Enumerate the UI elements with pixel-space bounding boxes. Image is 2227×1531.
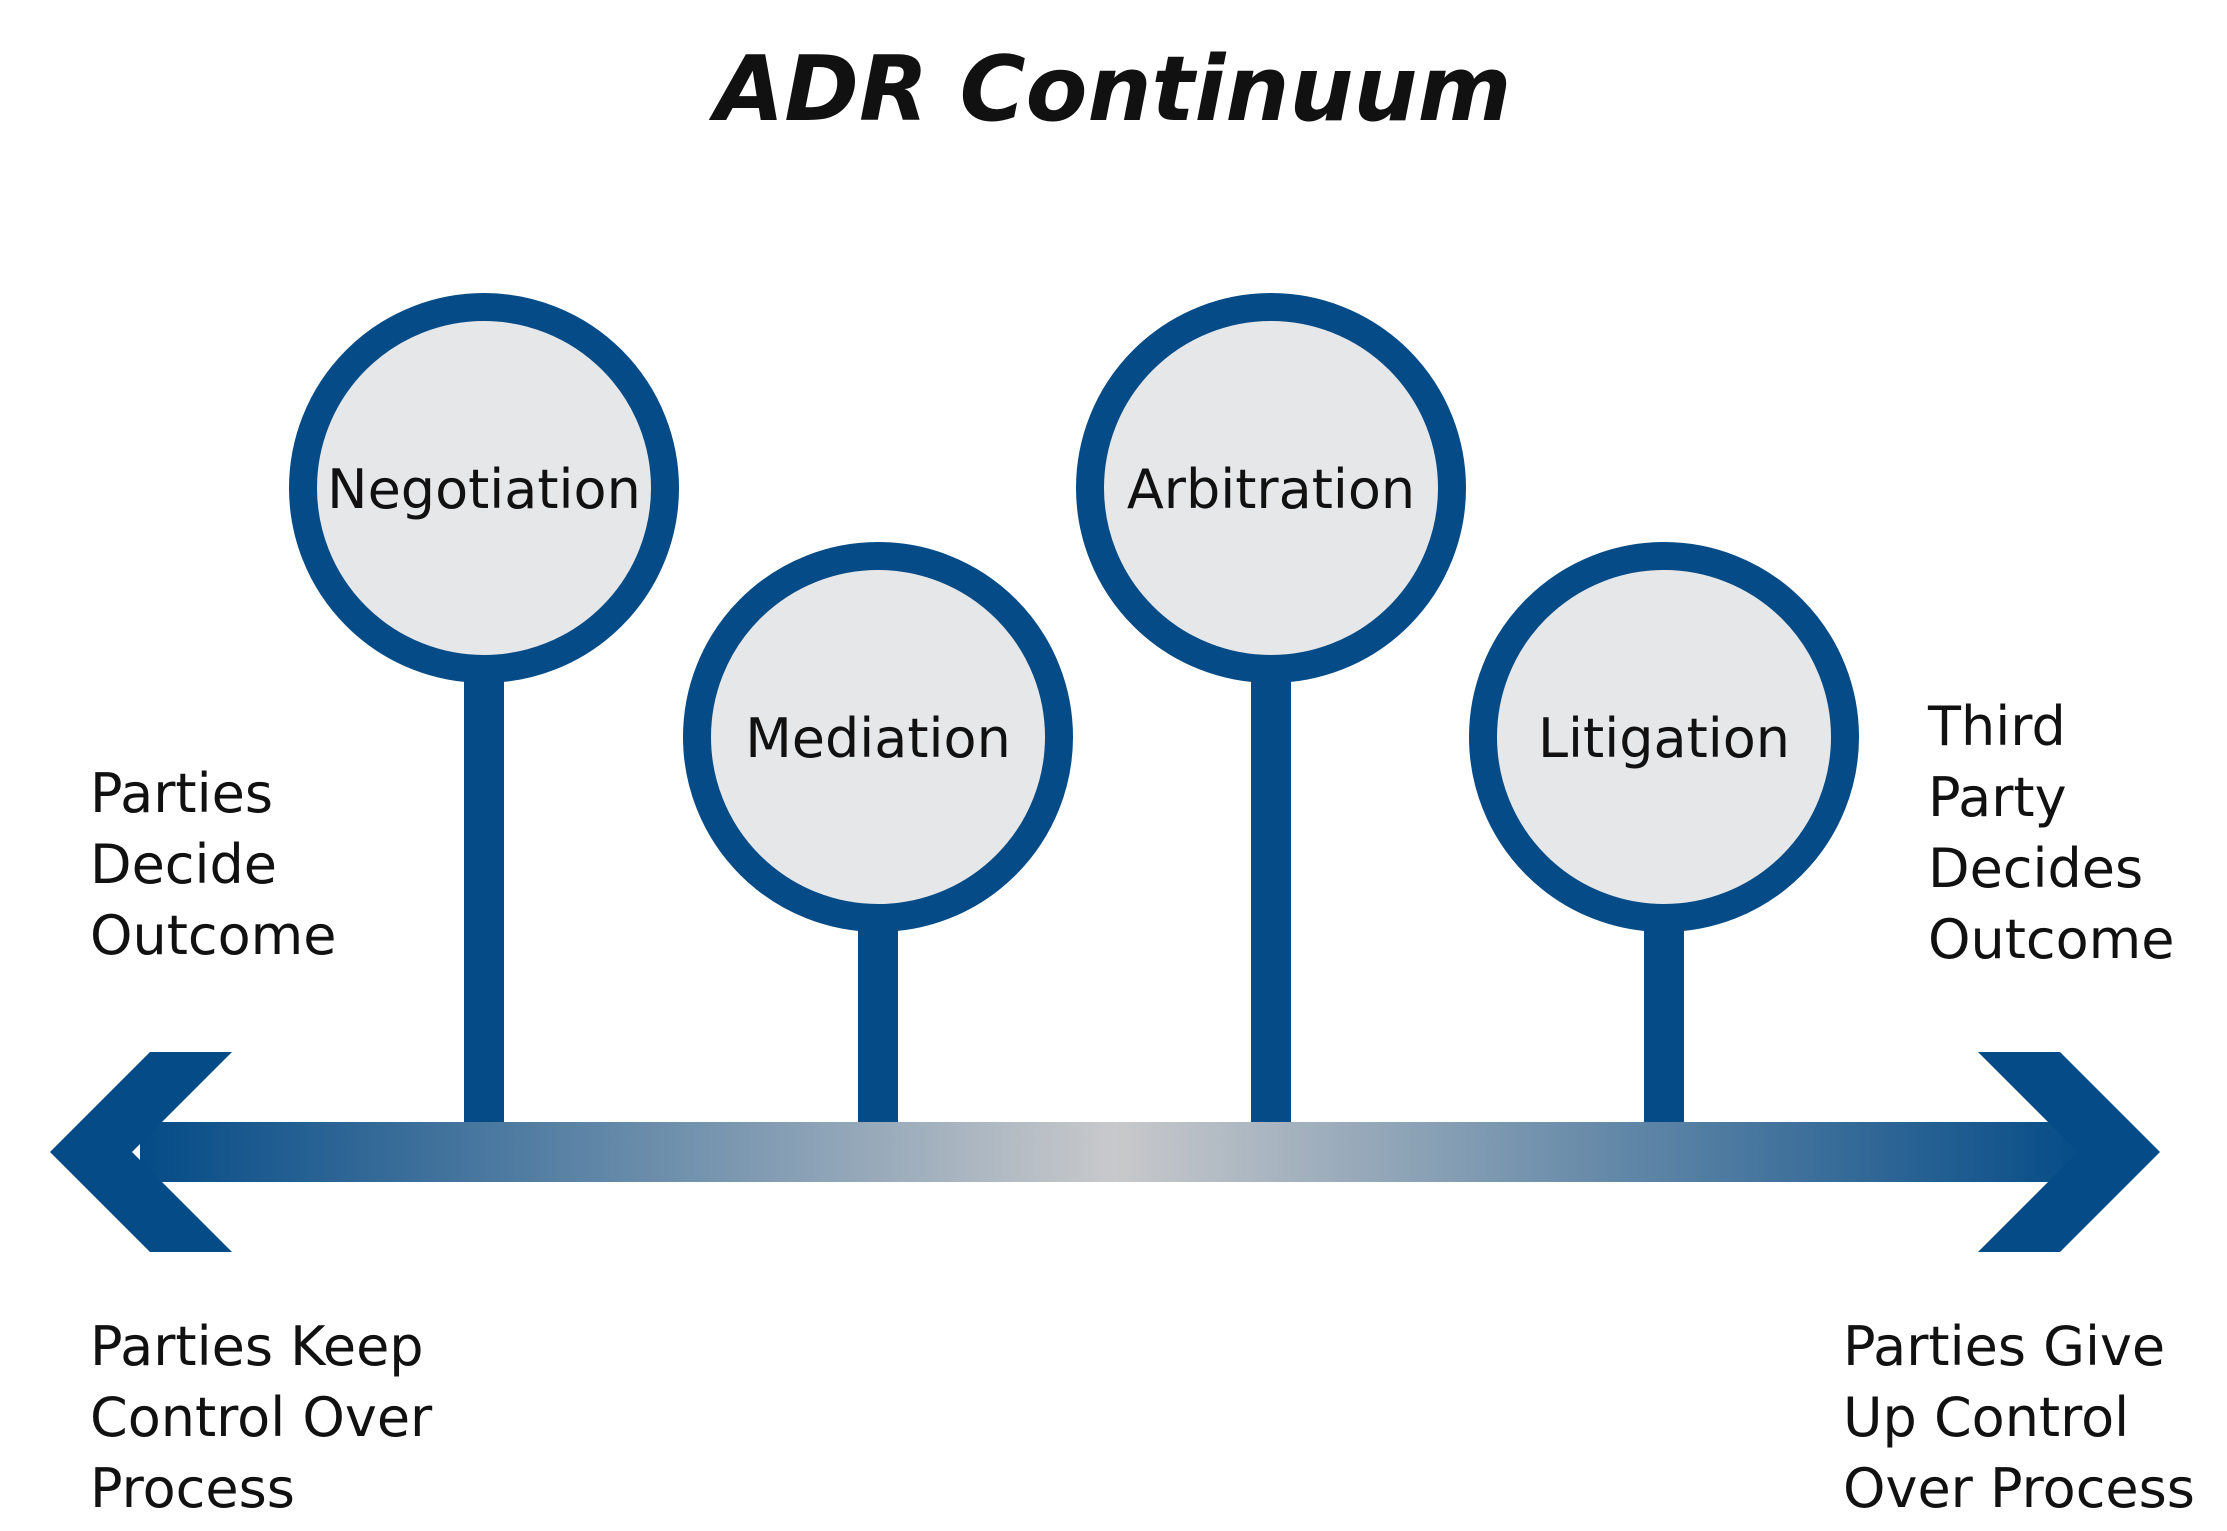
right-arrowhead: [1978, 1052, 2160, 1252]
left-bottom-line: Control Over: [90, 1386, 433, 1449]
mediation-circle: [683, 542, 1073, 932]
left-top-line: Parties: [90, 762, 273, 825]
arbitration-circle: [1076, 293, 1466, 683]
left-bottom-line: Parties Keep: [90, 1315, 424, 1378]
left-bottom-text: Parties Keep Control Over Process: [90, 1315, 449, 1520]
mediation-stem: [858, 910, 898, 1130]
node-label-negotiation: Negotiation: [327, 458, 641, 521]
right-top-line: Third: [1927, 695, 2066, 758]
arbitration-stem: [1251, 660, 1291, 1130]
right-bottom-line: Parties Give: [1843, 1315, 2165, 1378]
right-bottom-text: Parties Give Up Control Over Process: [1843, 1315, 2195, 1520]
right-top-line: Decides: [1928, 837, 2143, 900]
right-top-line: Party: [1928, 766, 2067, 829]
right-top-line: Outcome: [1928, 908, 2174, 971]
right-top-text: Third Party Decides Outcome: [1927, 695, 2174, 971]
litigation-stem: [1644, 910, 1684, 1130]
right-bottom-line: Over Process: [1843, 1457, 2195, 1520]
continuum-bar: [140, 1122, 2090, 1182]
negotiation-circle: [289, 293, 679, 683]
node-label-mediation: Mediation: [745, 707, 1011, 770]
node-label-litigation: Litigation: [1538, 707, 1790, 770]
right-bottom-line: Up Control: [1843, 1386, 2129, 1449]
litigation-circle: [1469, 542, 1859, 932]
left-top-line: Outcome: [90, 904, 336, 967]
left-bottom-line: Process: [90, 1457, 295, 1520]
left-top-text: Parties Decide Outcome: [90, 762, 336, 967]
left-top-line: Decide: [90, 833, 277, 896]
node-label-arbitration: Arbitration: [1127, 458, 1415, 521]
left-arrowhead: [50, 1052, 232, 1252]
page-title: ADR Continuum: [709, 37, 1512, 142]
negotiation-stem: [464, 660, 504, 1130]
